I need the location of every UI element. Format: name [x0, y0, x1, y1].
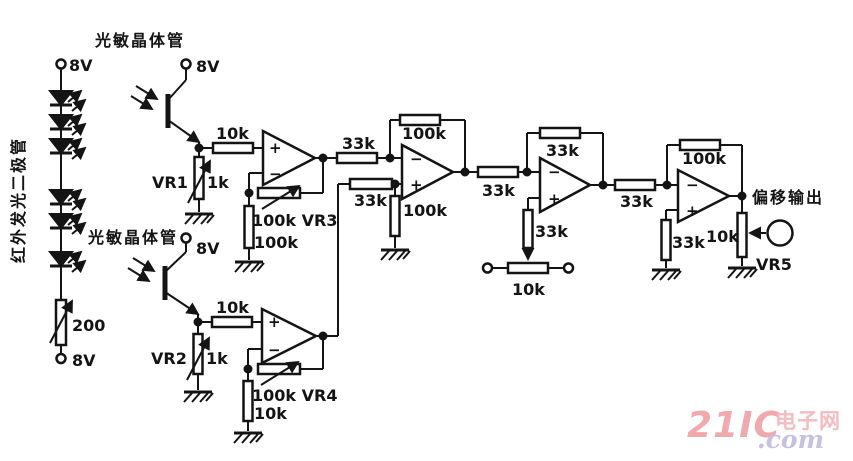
- label-phototransistor-1: 光敏晶体管: [94, 31, 185, 50]
- phototransistor-2: [127, 232, 262, 404]
- emitter-arrow-icon: [164, 291, 200, 316]
- vr5-knob: [766, 219, 794, 247]
- variable-arrow-icon: [186, 336, 210, 381]
- ir-led-icon: [50, 91, 85, 111]
- label-r100k-gnd1: 100k: [254, 233, 298, 252]
- ground-icon: [726, 266, 759, 280]
- series-resistor: [211, 141, 255, 155]
- opamp-triangle: [260, 306, 319, 366]
- ir-led-icon: [50, 190, 85, 210]
- label-balance-pot: 10k: [512, 280, 545, 299]
- label-vr2-value: 1k: [206, 349, 228, 368]
- label-out-plus-gnd: 33k: [672, 233, 705, 252]
- ground-icon: [182, 390, 215, 404]
- pot-terminal: [562, 262, 575, 274]
- gain-stage: [476, 126, 615, 275]
- ground-icon: [183, 212, 216, 226]
- ground-icon: [650, 268, 683, 282]
- label-out-rin: 33k: [620, 192, 653, 211]
- r33k-top: [335, 151, 379, 165]
- supply-terminal: [55, 352, 67, 365]
- label-diff-feedback: 100k: [402, 124, 446, 143]
- label-vr1-value: 1k: [207, 173, 229, 192]
- label-gain-rin: 33k: [482, 181, 515, 200]
- ir-led-icon: [50, 139, 85, 159]
- variable-arrow-icon: [261, 184, 301, 210]
- feedback-resistor: [538, 126, 582, 140]
- diffamp-minus: −: [410, 150, 423, 168]
- out-minus: −: [686, 176, 699, 194]
- opamp-triangle: [261, 128, 318, 188]
- label-ir-led-vertical: 红外发光二极管: [9, 137, 28, 263]
- opamp-triangle: [538, 155, 593, 215]
- light-ray-icon: [130, 95, 154, 111]
- supply-terminal: [180, 232, 192, 244]
- opamp-triangle: [400, 142, 456, 202]
- variable-arrow-icon: [260, 360, 300, 386]
- label-offset-output: 偏移输出: [752, 188, 824, 207]
- supply-terminal: [55, 58, 67, 70]
- variable-arrow-icon: [49, 299, 73, 344]
- ground-icon: [233, 260, 266, 274]
- light-ray-icon: [132, 257, 156, 273]
- diffamp-plus: +: [410, 176, 423, 194]
- diff-amp-stage: [335, 113, 478, 262]
- label-vr5: VR5: [756, 255, 792, 274]
- opamp1-minus: −: [269, 165, 282, 183]
- plus-ground-resistor: [660, 218, 672, 262]
- variable-arrow-icon: [187, 159, 211, 204]
- balance-pot: [506, 261, 550, 275]
- label-supply-bottom: 8V: [72, 351, 96, 370]
- series-resistor: [210, 315, 254, 329]
- ir-led-icon: [50, 115, 85, 135]
- light-ray-icon: [135, 85, 159, 101]
- ir-led-icon: [50, 214, 85, 234]
- plus-series-resistor: [522, 208, 534, 250]
- input-resistor: [613, 178, 657, 192]
- ir-led-icon: [50, 252, 85, 272]
- label-out-feedback: 100k: [682, 149, 726, 168]
- opamp2-minus: −: [268, 341, 281, 359]
- label-ballast-value: 200: [72, 316, 105, 335]
- label-r10k-gnd2: 10k: [254, 404, 287, 423]
- label-vr3: 100k VR3: [252, 211, 337, 230]
- opamp2-plus: +: [268, 313, 281, 331]
- label-r10k-2: 10k: [216, 298, 249, 317]
- supply-terminal: [180, 58, 192, 70]
- ir-led-branch: [49, 58, 85, 365]
- pot-terminal: [481, 262, 494, 274]
- opamp1-plus: +: [269, 139, 282, 157]
- label-supply-pt1: 8V: [196, 57, 220, 76]
- label-r33k-bottom: 33k: [354, 191, 387, 210]
- label-supply-top: 8V: [69, 56, 93, 75]
- output-stage: [613, 138, 794, 282]
- label-phototransistor-2: 光敏晶体管: [87, 228, 178, 247]
- label-diff-plus-gnd: 100k: [403, 201, 447, 220]
- label-supply-pt2: 8V: [196, 239, 220, 258]
- plus-ground-resistor: [389, 194, 401, 238]
- opamp-1: [233, 128, 337, 274]
- emitter-arrow-icon: [167, 119, 201, 144]
- out-plus: +: [686, 202, 699, 220]
- input-resistor: [476, 165, 520, 179]
- label-gain-feedback: 33k: [546, 141, 579, 160]
- label-vr5-value: 10k: [706, 227, 739, 246]
- label-r33k-top: 33k: [342, 134, 375, 153]
- opamp-triangle: [676, 167, 732, 225]
- light-ray-icon: [127, 267, 151, 283]
- r33k-bottom: [348, 177, 394, 191]
- label-vr2: VR2: [151, 349, 187, 368]
- label-vr1: VR1: [152, 173, 188, 192]
- label-vr4: 100k VR4: [252, 386, 337, 405]
- label-r10k-1: 10k: [216, 124, 249, 143]
- ground-icon: [379, 248, 412, 262]
- label-gain-plus-series: 33k: [535, 222, 568, 241]
- opamp-2: [232, 184, 339, 445]
- gain-plus: +: [548, 190, 561, 208]
- gain-minus: −: [548, 163, 561, 181]
- ground-icon: [232, 431, 265, 445]
- phototransistor-1: [130, 58, 263, 226]
